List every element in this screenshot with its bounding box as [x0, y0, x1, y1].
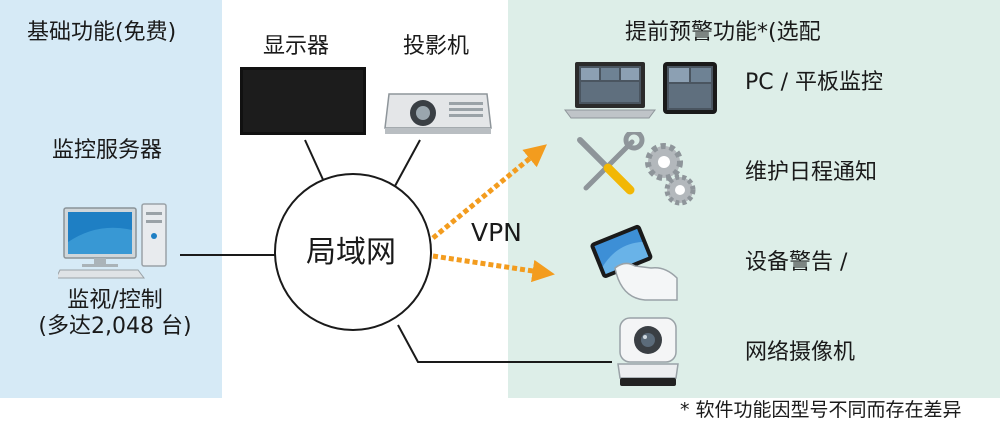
- lan-label: 局域网: [306, 235, 396, 270]
- camera-link: [397, 324, 612, 363]
- vpn-arrow-lower: [432, 253, 555, 283]
- laptop-tablet-icon: [564, 62, 717, 119]
- vpn-label: VPN: [471, 218, 522, 247]
- feature-maintenance-label: 维护日程通知: [745, 160, 878, 185]
- display-link: [304, 139, 326, 185]
- ptz-camera-icon: [617, 317, 679, 386]
- desktop-pc-icon: [58, 203, 167, 279]
- display-label: 显示器: [263, 34, 330, 59]
- basic-functions-title: 基础功能(免费): [27, 20, 177, 45]
- monitoring-server-label: 监控服务器: [52, 138, 163, 163]
- basic-functions-panel: [0, 0, 222, 398]
- feature-network-camera-label: 网络摄像机: [745, 340, 856, 365]
- footnote: * 软件功能因型号不同而存在差异: [680, 399, 962, 421]
- feature-device-warning-label: 设备警告 /: [745, 250, 848, 275]
- projector-link: [394, 139, 421, 187]
- lan-hub-circle: [274, 173, 432, 331]
- projector-label: 投影机: [403, 34, 470, 59]
- client-label-line1: 监视/控制: [67, 288, 163, 313]
- vpn-arrow-upper: [431, 144, 547, 240]
- early-warning-title: 提前预警功能*(选配: [625, 20, 821, 45]
- feature-pc-tablet-label: PC / 平板监控: [745, 70, 884, 95]
- tools-gears-icon: [577, 132, 696, 206]
- display-monitor-icon: [240, 67, 366, 135]
- hand-smartphone-icon: [590, 224, 678, 301]
- client-label-line2: (多达2,048 台): [38, 314, 192, 339]
- projector-icon: [384, 93, 492, 134]
